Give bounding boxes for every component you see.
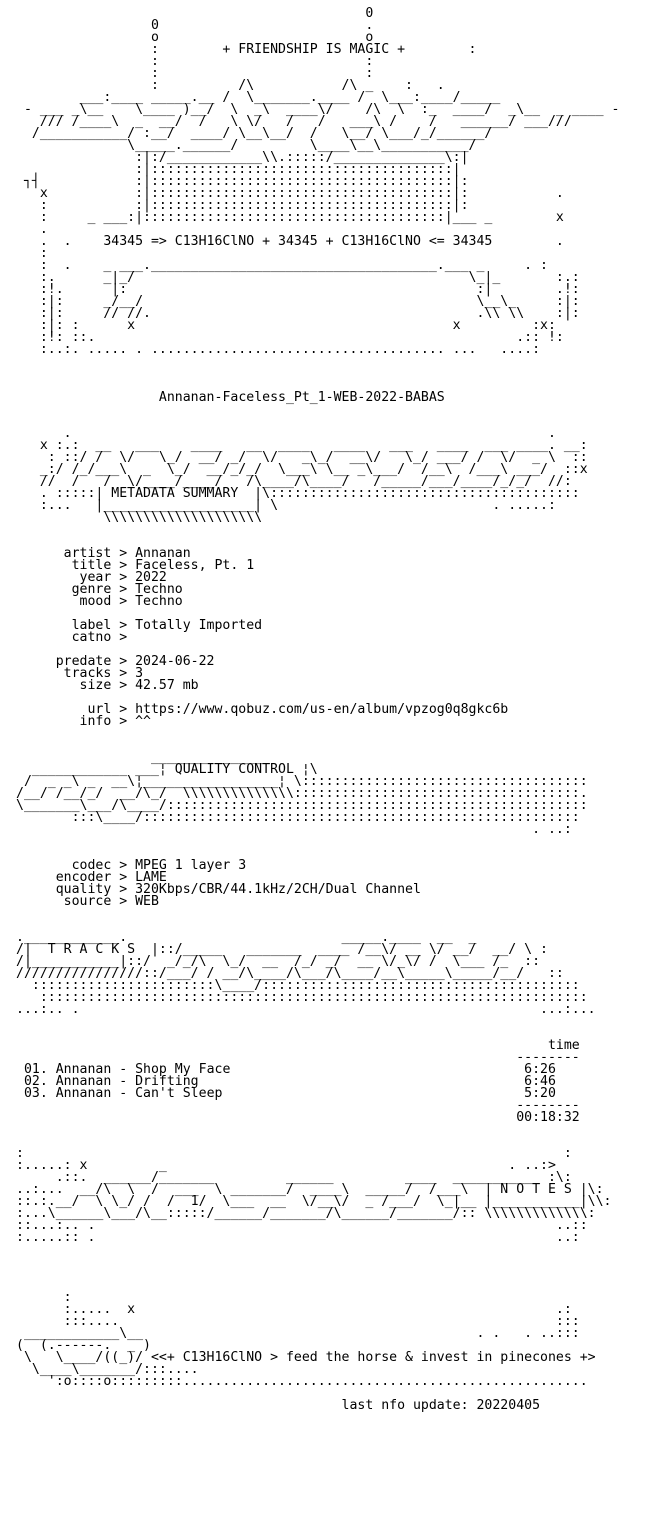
metadata-line: info > ^^ bbox=[16, 714, 151, 729]
tracks-art: .____________. _____.____ __ _ /| T R A … bbox=[16, 930, 596, 1017]
track-row: 03. Annanan - Can't Sleep 5:20 bbox=[16, 1086, 619, 1101]
track-title: 01. Annanan - Shop My Face bbox=[23, 1062, 231, 1077]
metadata-line: title > Faceless, Pt. 1 bbox=[16, 558, 255, 573]
quality-list: codec > MPEG 1 layer 3 encoder > LAME qu… bbox=[16, 858, 619, 909]
tracks-total: 00:18:32 bbox=[16, 1110, 619, 1125]
last-update: last nfo update: 20220405 bbox=[16, 1398, 541, 1413]
tracks-total-rule: -------- bbox=[16, 1098, 619, 1113]
nfo-document: 0 0 . o o : + FRIENDSHIP IS MAGIC + : : … bbox=[16, 6, 620, 1413]
track-row: 02. Annanan - Drifting 6:46 bbox=[16, 1074, 619, 1089]
track-title: 03. Annanan - Can't Sleep bbox=[23, 1086, 223, 1101]
metadata-line: predate > 2024-06-22 bbox=[16, 654, 215, 669]
metadata-line: size > 42.57 mb bbox=[16, 678, 199, 693]
tracks-header: time bbox=[16, 1038, 619, 1053]
tracks-rule: -------- bbox=[516, 1050, 580, 1065]
release-name: Annanan-Faceless_Pt_1-WEB-2022-BABAS bbox=[16, 390, 619, 405]
metadata-line: mood > Techno bbox=[16, 594, 183, 609]
metadata-line: artist > Annanan bbox=[16, 546, 191, 561]
quality-line: quality > 320Kbps/CBR/44.1kHz/2CH/Dual C… bbox=[16, 882, 421, 897]
tracks-rule: -------- bbox=[516, 1098, 580, 1113]
track-title: 02. Annanan - Drifting bbox=[23, 1074, 199, 1089]
metadata-line: genre > Techno bbox=[16, 582, 183, 597]
tracks-total-time: 00:18:32 bbox=[516, 1110, 580, 1125]
metadata-line: tracks > 3 bbox=[16, 666, 144, 681]
quality-art: _______________ ____________ ___¦ QUALIT… bbox=[16, 750, 588, 837]
metadata-art: . . x :.: __ ___ ____ __ ____ ____ ___ _… bbox=[39, 426, 588, 525]
quality-line: codec > MPEG 1 layer 3 bbox=[16, 858, 247, 873]
metadata-line: year > 2022 bbox=[16, 570, 167, 585]
tracks-header-rule: -------- bbox=[16, 1050, 619, 1065]
release-name-text: Annanan-Faceless_Pt_1-WEB-2022-BABAS bbox=[158, 390, 445, 405]
quality-line: source > WEB bbox=[16, 894, 159, 909]
tracks-time-header: time bbox=[547, 1038, 580, 1053]
track-time: 6:46 bbox=[524, 1074, 556, 1089]
header-art: 0 0 . o o : + FRIENDSHIP IS MAGIC + : : … bbox=[23, 6, 620, 357]
track-time: 5:20 bbox=[524, 1086, 556, 1101]
track-row: 01. Annanan - Shop My Face 6:26 bbox=[16, 1062, 619, 1077]
footer-art: : :..... x .: :::.... ::: ____________\_… bbox=[16, 1290, 596, 1389]
quality-line: encoder > LAME bbox=[16, 870, 167, 885]
notes-art: : : :.....: x _ . ..:> .::. ______/_____… bbox=[16, 1146, 612, 1245]
metadata-line: catno > bbox=[16, 630, 128, 645]
metadata-line: label > Totally Imported bbox=[16, 618, 263, 633]
metadata-list: artist > Annanan title > Faceless, Pt. 1… bbox=[16, 546, 619, 729]
track-time: 6:26 bbox=[524, 1062, 556, 1077]
metadata-line: url > https://www.qobuz.com/us-en/album/… bbox=[16, 702, 509, 717]
